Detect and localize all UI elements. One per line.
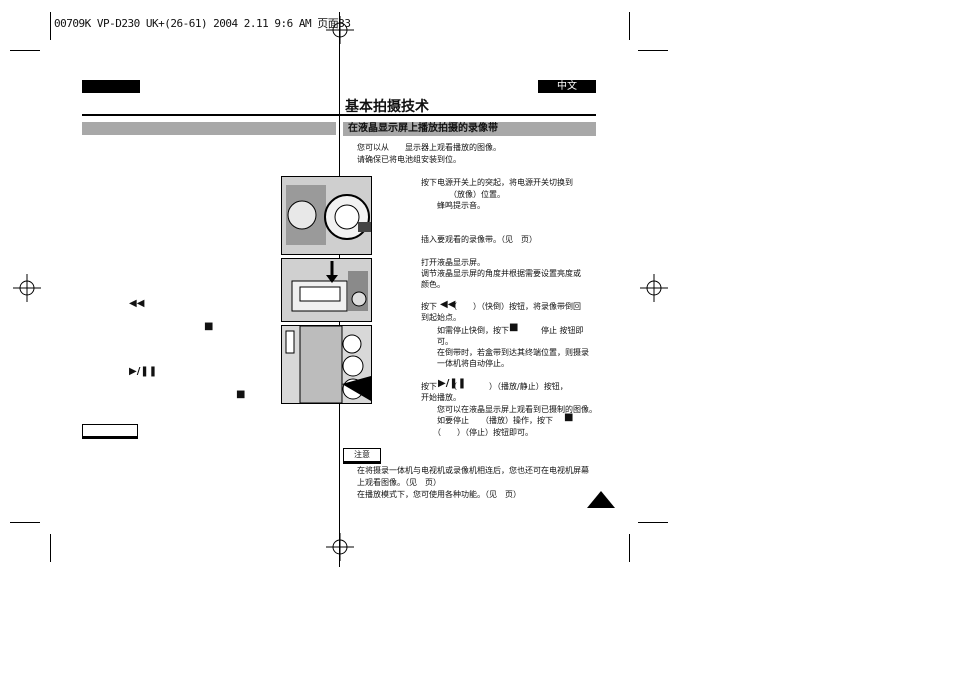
section-title: 在液晶显示屏上播放拍摄的录像带 [343,122,596,136]
step-3-text: 打开液晶显示屏。 [421,258,485,267]
cassette-insert-illustration [281,258,372,322]
step-4-text: 可。 [421,337,453,346]
step-1-text: （放像）位置。 [421,190,505,199]
step-5-text: 如要停止 （播放）操作，按下 [421,416,553,425]
note-line: 在将摄录一体机与电视机或录像机相连后，您也还可在电视机屏幕 [357,466,589,475]
note-line: 上观看图像。（见 页） [357,478,441,487]
step-3-text: 颜色。 [421,280,445,289]
rewind-icon: ◀◀ [440,299,456,310]
note-line: 在播放模式下，您可使用各种功能。（见 页） [357,490,521,499]
notes-label: 注意 [343,448,381,464]
step-4-text: 在倒带时，若盒带到达其终端位置，则摄录 [421,348,589,357]
step-4-text: 一体机将自动停止。 [421,359,509,368]
intro-line: 您可以从 显示器上观看播放的图像。 [357,143,501,152]
intro-line: 请确保已将电池组安装到位。 [357,155,461,164]
registration-mark-icon [640,274,668,302]
play-pause-icon: ▶/❚❚ [438,378,467,389]
step-1-text: 蜂鸣提示音。 [421,201,485,210]
notes-label-box [82,424,138,439]
step-2-text: 插入要观看的录像带。（见 页） [421,235,537,244]
triangle-up-icon [587,491,615,508]
stop-icon: ■ [236,389,246,400]
step-4-text: 到起始点。 [421,313,461,322]
step-4-text: 如需停止快倒，按下 停止 按钮即 [421,326,584,335]
step-5-text: 开始播放。 [421,393,461,402]
print-header: 00709K VP-D230 UK+(26-61) 2004 2.11 9:6 … [54,17,351,30]
language-tab: 中文 [538,80,596,93]
step-4-text: 按下 （ ）（快倒）按钮，将录像带倒回 [421,302,581,311]
left-section-bar [82,122,336,135]
playback-buttons-illustration [281,325,372,404]
stop-icon: ■ [204,321,214,332]
step-1-text: 按下电源开关上的突起，将电源开关切换到 [421,178,573,187]
registration-mark-icon [326,533,354,561]
page-title: 基本拍摄技术 [345,99,429,115]
title-rule [82,114,596,116]
registration-mark-icon [326,16,354,44]
registration-mark-icon [13,274,41,302]
power-switch-illustration [281,176,372,255]
step-3-text: 调节液晶显示屏的角度并根据需要设置亮度或 [421,269,581,278]
language-tab-left [82,80,140,93]
notes-label-text: 注意 [354,450,370,459]
stop-icon: ■ [564,412,574,423]
step-5-text: 您可以在液晶显示屏上观看到已摄制的图像。 [421,405,597,414]
step-5-text: （ ）（停止）按钮即可。 [421,428,533,437]
play-pause-icon: ▶/❚❚ [129,366,158,377]
rewind-icon: ◀◀ [129,298,145,309]
stop-icon: ■ [509,322,519,333]
step-5-text: 按下 （ ）（播放/静止）按钮， [421,382,568,391]
